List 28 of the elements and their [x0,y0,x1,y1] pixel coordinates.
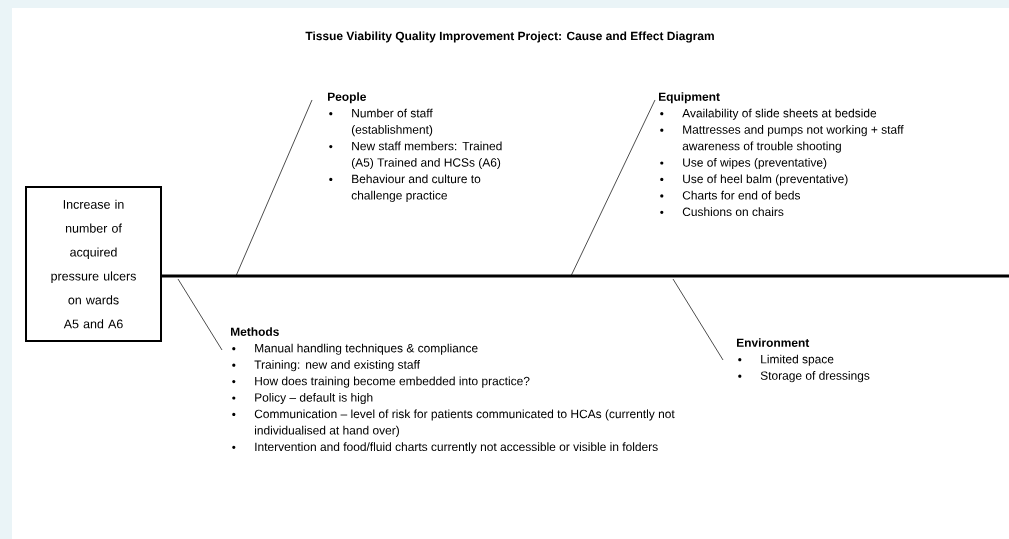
bullet-item: Intervention and food/fluid charts currently not accessible or visible in folders [232,442,658,454]
bullet-item: Availability of slide sheets at bedside [660,108,877,120]
effect-box: Increase in number of acquired pressure ulcers on wards A5 and A6 [25,186,162,342]
bullet-item: Training: new and existing staff [232,360,420,372]
bone-line [672,278,724,361]
bullet-item: Communication – level of risk for patients communicated to HCAs (currently not individualised at hand over) [232,409,675,437]
category-heading: Environment [737,338,810,347]
bullet-item: Mattresses and pumps not working + staff awareness of trouble shooting [660,125,904,153]
category-heading: Equipment [659,92,720,104]
category-heading: People [328,92,366,104]
spine-line [162,274,1009,278]
bullet-item: Storage of dressings [738,371,870,383]
bullet-item: Policy – default is high [232,392,373,405]
title: Tissue Viability Quality Improvement Project: Cause and Effect Diagram [305,31,714,43]
bullet-item: New staff members: Trained (A5) Trained and HCSs (A6) [329,141,502,170]
bullet-item: Manual handling techniques & compliance [232,343,478,355]
bullet-item: How does training become embedded into practice? [232,376,530,388]
bullet-item: Number of staff (establishment) [329,108,433,137]
bone-line [570,99,656,277]
bullet-item: Cushions on chairs [660,207,784,217]
category-heading: Methods [231,327,279,336]
bone-line [235,99,313,277]
bullet-item: Behaviour and culture to challenge practice [329,174,481,202]
bullet-item: Charts for end of beds [660,190,801,200]
bone-line [177,278,223,351]
bullet-item: Use of wipes (preventative) [660,157,827,170]
bullet-item: Limited space [738,354,834,366]
bullet-item: Use of heel balm (preventative) [660,174,848,186]
